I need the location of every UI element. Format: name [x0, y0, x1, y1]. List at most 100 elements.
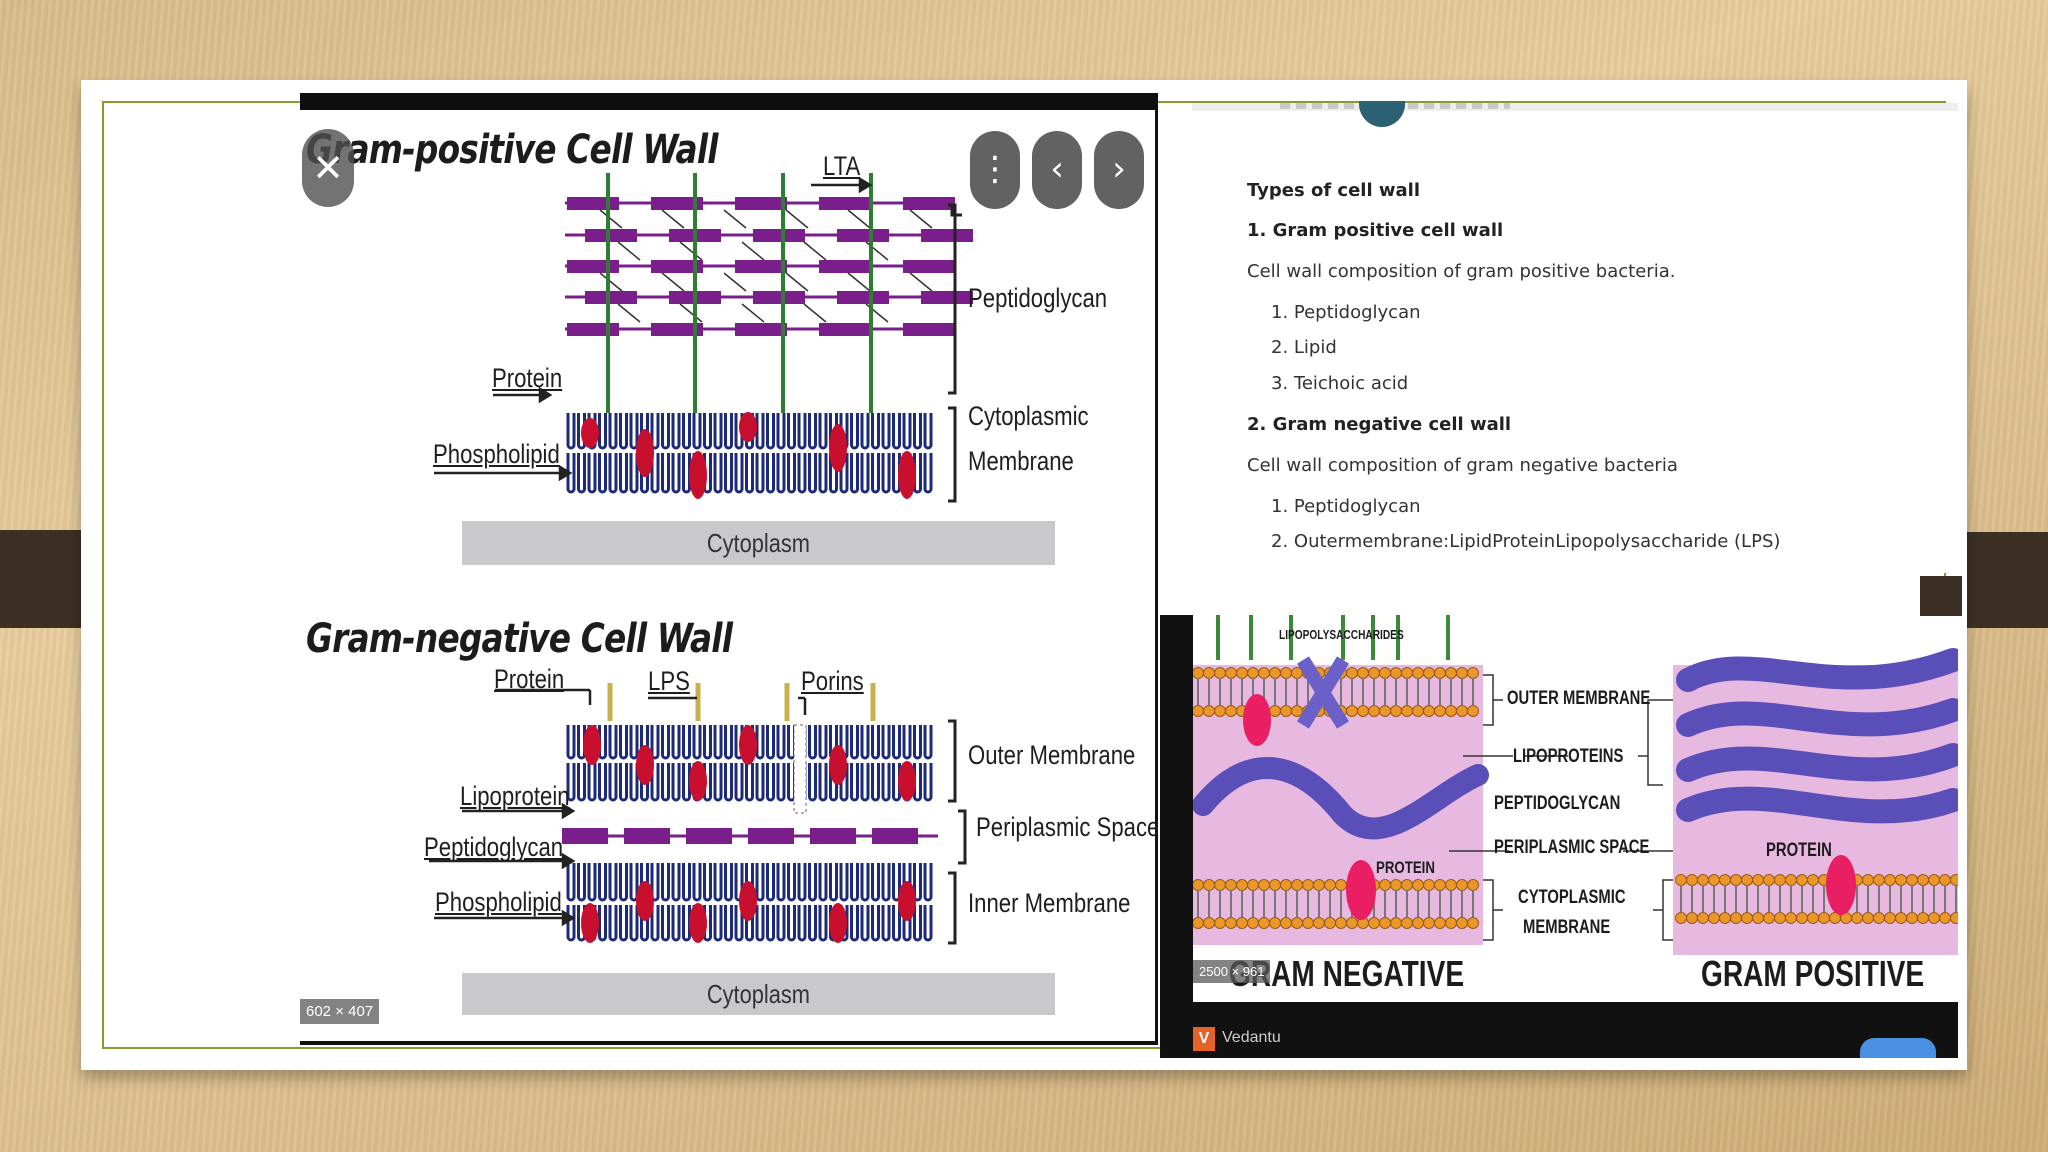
phospholipid [745, 763, 754, 802]
phospholipid [755, 905, 765, 942]
lipid-head [1445, 705, 1457, 717]
crosslink [803, 241, 827, 261]
lipid-head [1895, 912, 1907, 924]
lipid-head [1928, 874, 1940, 886]
phospholipid [766, 905, 775, 942]
lipid-head [1280, 667, 1292, 679]
phospholipid [692, 725, 702, 760]
gp-membrane-bracket [948, 406, 957, 503]
lipid-head [1467, 667, 1479, 679]
gn-outer-membrane-label: Outer Membrane [968, 740, 1136, 770]
phospholipid [608, 453, 618, 494]
phospholipid [640, 453, 649, 494]
lipid-head [1697, 874, 1709, 886]
phospholipid [587, 863, 597, 902]
membrane-protein [898, 761, 916, 801]
peptidoglycan-block [903, 323, 955, 336]
phospholipid [871, 725, 880, 760]
phospholipid [724, 413, 733, 450]
phospholipid [608, 763, 618, 802]
phospholipid [892, 453, 901, 494]
list-item: 2. Outermembrane:LipidProteinLipopolysac… [1271, 531, 1781, 552]
lipid-head [1763, 874, 1775, 886]
phospholipid [818, 413, 828, 450]
phospholipid [881, 413, 891, 450]
source-name-link[interactable]: Vedantu [1222, 1029, 1281, 1046]
phospholipid [629, 863, 639, 902]
chevron-right-icon: › [1112, 149, 1126, 189]
right-side-tab-small [1920, 576, 1962, 616]
phospholipid [713, 725, 723, 760]
gram-negative-title: Gram-negative Cell Wall [306, 616, 733, 662]
lipid-head [1214, 879, 1226, 891]
phospholipid [829, 453, 838, 494]
lipid-head [1708, 912, 1720, 924]
lipid-head [1873, 912, 1885, 924]
more-options-button[interactable]: ⋮ [970, 131, 1020, 209]
crosslink [617, 241, 641, 261]
gp-membrane-protein [1826, 855, 1856, 915]
text-panel: Types of cell wall 1. Gram positive cell… [1192, 101, 1958, 573]
phospholipid [703, 863, 712, 902]
phospholipid [808, 905, 817, 942]
phospholipid [860, 763, 870, 802]
lipid-head [1807, 874, 1819, 886]
avatar[interactable] [1359, 101, 1405, 127]
phospholipid [797, 413, 807, 450]
phospholipid [671, 453, 681, 494]
phospholipid [871, 413, 880, 450]
lipid-head [1346, 917, 1358, 929]
phospholipid [713, 413, 723, 450]
gp-lta-label: LTA [823, 151, 861, 181]
lipid-head [1401, 667, 1413, 679]
lipid-head [1236, 879, 1248, 891]
lipid-head [1247, 879, 1259, 891]
visit-button[interactable] [1860, 1038, 1936, 1058]
gn-outer-bracket [948, 719, 957, 803]
phospholipid [902, 725, 912, 760]
lipid-head [1807, 912, 1819, 924]
phospholipid [608, 413, 618, 450]
lipid-head [1686, 874, 1698, 886]
gram-positive-label: GRAM POSITIVE [1701, 953, 1925, 994]
lipid-head [1412, 879, 1424, 891]
phospholipid [881, 763, 891, 802]
close-viewer-button[interactable]: ✕ [302, 129, 354, 207]
next-image-button[interactable]: › [1094, 131, 1144, 209]
phospholipid [703, 905, 712, 942]
gp-peptidoglycan-waves [1676, 648, 1958, 824]
crosslink [617, 303, 641, 323]
lipid-head [1434, 705, 1446, 717]
phospholipid [808, 453, 817, 494]
lipid-head [1730, 874, 1742, 886]
phospholipid [755, 725, 765, 760]
phospholipid [829, 763, 838, 802]
gn-membranes [562, 683, 938, 943]
chevron-left-icon: ‹ [1050, 149, 1064, 189]
lipid-head [1280, 705, 1292, 717]
gram-positive-diagram [429, 173, 973, 945]
phospholipid [766, 453, 775, 494]
phospholipid [797, 905, 807, 942]
viewer-right-edge [1155, 110, 1158, 1045]
phospholipid [745, 905, 754, 942]
phospholipid [923, 763, 933, 802]
phospholipid [797, 863, 807, 902]
lipid-head [1950, 874, 1958, 886]
protein-label-positive: PROTEIN [1766, 840, 1832, 861]
previous-image-button[interactable]: ‹ [1032, 131, 1082, 209]
lipid-head [1939, 874, 1951, 886]
lipid-head [1708, 874, 1720, 886]
lipid-head [1719, 912, 1731, 924]
crosslink [679, 241, 703, 261]
gn-inner-membrane-label: Inner Membrane [968, 888, 1131, 918]
phospholipid [860, 905, 870, 942]
phospholipid [818, 725, 828, 760]
phospholipid [776, 905, 786, 942]
lipid-head [1467, 917, 1479, 929]
lipid-head [1401, 917, 1413, 929]
phospholipid [577, 763, 586, 802]
lipid-head [1434, 917, 1446, 929]
lipid-head [1719, 874, 1731, 886]
lipid-head [1686, 912, 1698, 924]
